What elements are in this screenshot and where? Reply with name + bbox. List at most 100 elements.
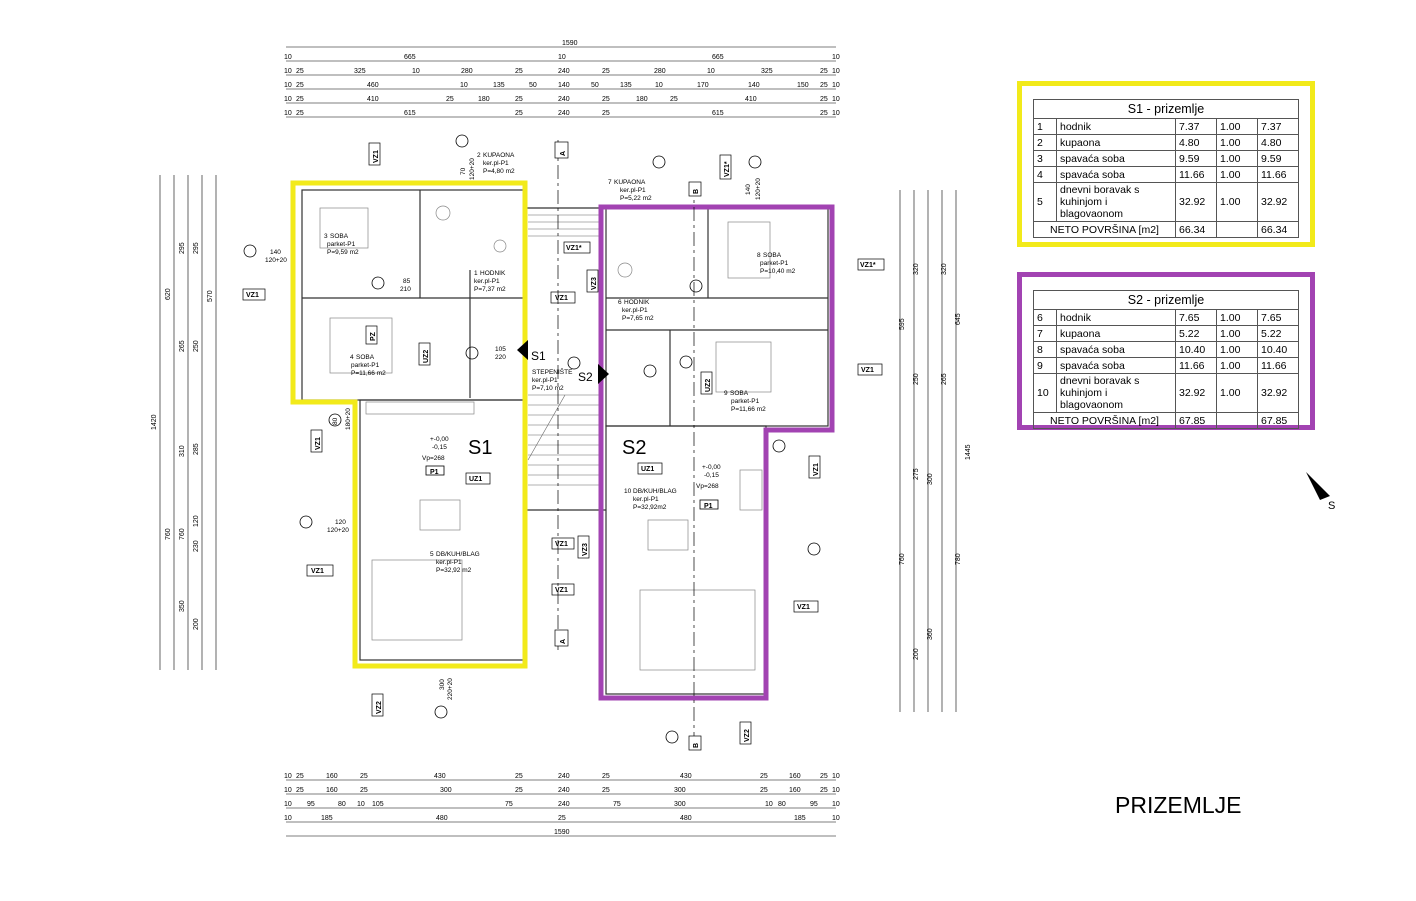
svg-text:410: 410 bbox=[367, 96, 379, 103]
svg-text:240: 240 bbox=[558, 787, 570, 794]
room-label-4: 4 SOBA parket-P1 P=11,66 m2 bbox=[350, 354, 386, 377]
svg-text:25: 25 bbox=[820, 82, 828, 89]
svg-text:240: 240 bbox=[558, 801, 570, 808]
svg-text:430: 430 bbox=[434, 773, 446, 780]
svg-text:P=11,66 m2: P=11,66 m2 bbox=[731, 406, 766, 413]
entry-s2-tag: S2 bbox=[578, 370, 593, 384]
svg-text:VZ1: VZ1 bbox=[373, 150, 380, 163]
svg-text:170: 170 bbox=[697, 82, 709, 89]
svg-text:7: 7 bbox=[608, 179, 612, 186]
unit-s2-outline bbox=[598, 204, 835, 701]
svg-text:25: 25 bbox=[820, 773, 828, 780]
svg-text:UZ1: UZ1 bbox=[469, 476, 482, 483]
svg-text:SOBA: SOBA bbox=[730, 390, 749, 397]
svg-text:760: 760 bbox=[899, 553, 906, 565]
svg-text:1: 1 bbox=[474, 270, 478, 277]
unit-s2-tag: S2 bbox=[622, 437, 646, 459]
svg-text:25: 25 bbox=[360, 787, 368, 794]
svg-text:160: 160 bbox=[789, 787, 801, 794]
svg-text:3: 3 bbox=[324, 233, 328, 240]
vertical-tags: VZ1 VZ1 VZ1 VZ1* VZ2 VZ2 VZ3 VZ3 UZ2 UZ2… bbox=[310, 142, 821, 745]
svg-text:10: 10 bbox=[284, 82, 292, 89]
svg-text:parket-P1: parket-P1 bbox=[327, 241, 356, 248]
svg-text:25: 25 bbox=[670, 96, 678, 103]
svg-text:9: 9 bbox=[724, 390, 728, 397]
north-arrow-icon: S bbox=[1306, 472, 1335, 512]
svg-text:300: 300 bbox=[927, 473, 934, 485]
svg-text:VZ2: VZ2 bbox=[376, 701, 383, 714]
svg-text:25: 25 bbox=[602, 110, 610, 117]
svg-text:P=4,80 m2: P=4,80 m2 bbox=[483, 168, 515, 175]
svg-text:50: 50 bbox=[529, 82, 537, 89]
svg-text:P=10,40 m2: P=10,40 m2 bbox=[760, 268, 796, 275]
unit-s1-tag: S1 bbox=[468, 437, 492, 459]
window-tags: VZ1 VZ1 VZ1 VZ1 VZ1 VZ1 VZ1 VZ1* VZ1* UZ… bbox=[242, 241, 885, 613]
svg-text:780: 780 bbox=[955, 553, 962, 565]
svg-text:VZ1: VZ1 bbox=[555, 541, 568, 548]
svg-text:615: 615 bbox=[712, 110, 724, 117]
svg-text:185: 185 bbox=[794, 815, 806, 822]
svg-text:10: 10 bbox=[832, 96, 840, 103]
svg-text:310: 310 bbox=[179, 445, 186, 457]
svg-text:25: 25 bbox=[296, 773, 304, 780]
entry-s1-arrow bbox=[517, 340, 528, 360]
svg-text:VZ1*: VZ1* bbox=[724, 161, 731, 177]
opening-dims: 140 120+20 85 210 105 220 120 120+20 80 … bbox=[265, 158, 762, 700]
svg-text:300: 300 bbox=[674, 801, 686, 808]
svg-text:75: 75 bbox=[613, 801, 621, 808]
svg-text:HODNIK: HODNIK bbox=[624, 299, 650, 306]
svg-text:75: 75 bbox=[505, 801, 513, 808]
svg-text:80: 80 bbox=[338, 801, 346, 808]
svg-text:240: 240 bbox=[558, 96, 570, 103]
svg-text:645: 645 bbox=[955, 313, 962, 325]
svg-text:25: 25 bbox=[446, 96, 454, 103]
sheet-title: PRIZEMLJE bbox=[1115, 792, 1242, 818]
svg-text:ker.pl-P1: ker.pl-P1 bbox=[532, 377, 558, 384]
top-dim-row-1: 10 665 10 665 10 bbox=[284, 54, 840, 61]
room-label-9: 9 SOBA parket-P1 P=11,66 m2 bbox=[724, 390, 766, 413]
svg-text:SOBA: SOBA bbox=[356, 354, 375, 361]
svg-text:KUPAONA: KUPAONA bbox=[483, 152, 515, 159]
room-label-10: 10 DB/KUH/BLAG ker.pl-P1 P=32,92m2 bbox=[624, 488, 677, 511]
top-total-dim: 1590 bbox=[562, 40, 578, 47]
section-marks: A A B B bbox=[554, 140, 702, 751]
svg-text:Vp=268: Vp=268 bbox=[422, 455, 445, 462]
svg-text:10: 10 bbox=[832, 787, 840, 794]
legend-s1-title: S1 - prizemlje bbox=[1033, 99, 1299, 119]
svg-text:300: 300 bbox=[440, 787, 452, 794]
bottom-dim-row-1: 10 25 160 25 430 25 240 25 430 25 160 25… bbox=[284, 773, 840, 780]
svg-text:135: 135 bbox=[493, 82, 505, 89]
room-label-6: 6 HODNIK ker.pl-P1 P=7,65 m2 bbox=[618, 299, 654, 322]
svg-text:250: 250 bbox=[193, 340, 200, 352]
svg-text:120+20: 120+20 bbox=[755, 178, 762, 200]
room-label-7: 7 KUPAONA ker.pl-P1 P=5,22 m2 bbox=[608, 179, 652, 202]
svg-text:140: 140 bbox=[558, 82, 570, 89]
svg-text:760: 760 bbox=[179, 528, 186, 540]
svg-text:10: 10 bbox=[832, 54, 840, 61]
top-dim-row-3: 10 25 460 10 135 50 140 50 135 10 170 14… bbox=[284, 82, 840, 89]
svg-text:A: A bbox=[560, 151, 567, 156]
svg-text:VZ1: VZ1 bbox=[311, 568, 324, 575]
svg-text:UZ2: UZ2 bbox=[705, 379, 712, 392]
svg-text:10: 10 bbox=[284, 787, 292, 794]
svg-text:10: 10 bbox=[284, 54, 292, 61]
svg-text:70: 70 bbox=[460, 167, 467, 175]
svg-text:10: 10 bbox=[832, 68, 840, 75]
svg-text:120: 120 bbox=[193, 515, 200, 527]
svg-text:P=7,37 m2: P=7,37 m2 bbox=[474, 286, 506, 293]
room-label-3: 3 SOBA parket-P1 P=9,59 m2 bbox=[324, 233, 359, 256]
svg-text:140: 140 bbox=[745, 184, 752, 195]
svg-text:P=7,10 m2: P=7,10 m2 bbox=[532, 385, 564, 392]
svg-text:620: 620 bbox=[165, 288, 172, 300]
left-total-dim: 1420 bbox=[151, 414, 158, 430]
svg-text:10: 10 bbox=[412, 68, 420, 75]
svg-text:180: 180 bbox=[478, 96, 490, 103]
level-s2: +-0,00 -0,15 Vp=268 P1 bbox=[696, 464, 721, 510]
svg-text:25: 25 bbox=[602, 96, 610, 103]
svg-text:25: 25 bbox=[820, 68, 828, 75]
svg-text:25: 25 bbox=[820, 96, 828, 103]
